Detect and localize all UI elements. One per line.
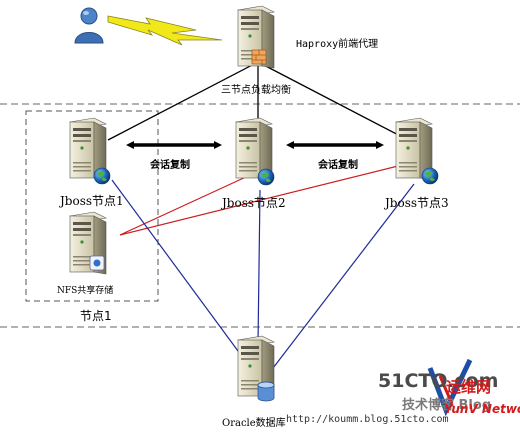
nfs-label: NFS共享存储: [57, 286, 114, 296]
node1-group-label: 节点1: [80, 309, 112, 323]
jboss1-server: [69, 117, 111, 185]
globe-land: [425, 171, 435, 181]
node1-group-box: [25, 110, 159, 302]
disk-icon: [257, 381, 275, 402]
globe-land: [261, 172, 271, 182]
session-replication-left-label: 会话复制: [150, 160, 190, 171]
jboss3-server: [395, 117, 439, 185]
user-icon: [74, 7, 104, 44]
link-jboss2-oracle: [257, 189, 261, 345]
link-jboss1-oracle: [111, 179, 253, 371]
link-nfs-jboss2: [119, 175, 249, 236]
jboss1-label: Jboss节点1: [60, 194, 124, 208]
connection-lines: [107, 61, 415, 373]
watermark-blog-label: 技术博客 Blog: [402, 398, 492, 413]
brand-logo-graphic: [427, 358, 473, 417]
watermark-logo: 51CTO.com: [378, 370, 499, 392]
load-balance-label: 三节点负载均衡: [221, 85, 291, 96]
lightning-bolt-icon: [107, 15, 223, 46]
link-haproxy-jboss1: [107, 61, 259, 141]
jboss2-server: [235, 117, 275, 186]
jboss3-label: Jboss节点3: [385, 196, 449, 210]
oracle-server: [237, 335, 275, 402]
globe-land: [97, 171, 107, 181]
firewall-icon: [251, 49, 267, 65]
link-haproxy-jboss3: [257, 61, 409, 141]
oracle-label: Oracle数据库: [222, 418, 286, 429]
haproxy-server: [237, 5, 275, 69]
haproxy-label: Haproxy前端代理: [296, 39, 379, 50]
link-jboss3-oracle: [269, 183, 415, 373]
watermark-brand-cn: 运维网: [446, 378, 492, 396]
watermark-url: http://koumm.blog.51cto.com: [286, 414, 449, 425]
watermark-brand-en: YunV Network: [444, 402, 520, 416]
nfs-storage-icon: [89, 255, 105, 271]
session-replication-right-label: 会话复制: [318, 160, 358, 171]
link-nfs-jboss3: [119, 165, 399, 236]
nfs-server: [69, 211, 107, 275]
jboss2-label: Jboss节点2: [222, 196, 286, 210]
